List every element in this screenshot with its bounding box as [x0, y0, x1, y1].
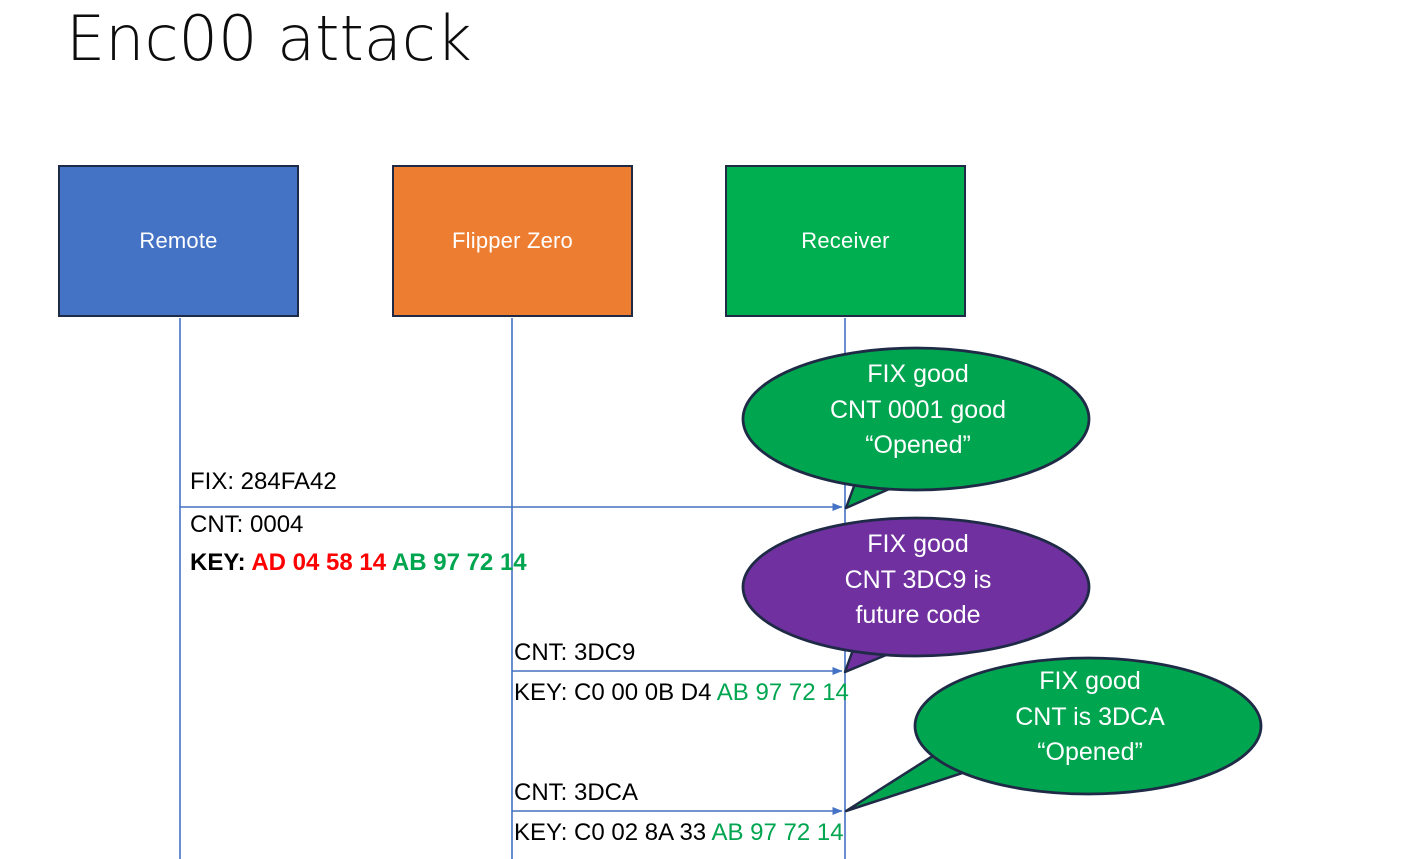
key3-green-bytes: AB 97 72 14: [706, 819, 844, 846]
speech-bubble-1[interactable]: [741, 346, 1091, 510]
page-title: Enc00 attack: [66, 2, 472, 75]
message-label-key-remote: KEY: AD 04 58 14 AB 97 72 14: [190, 549, 527, 576]
message-label-cnt-0004: CNT: 0004: [190, 511, 304, 538]
key1-prefix: KEY:: [190, 549, 252, 576]
speech-bubble-3[interactable]: [844, 656, 1263, 813]
key3-prefix: KEY: C0 02 8A 33: [514, 819, 707, 846]
message-label-cnt-3dca: CNT: 3DCA: [514, 779, 639, 806]
message-label-key-3dca: KEY: C0 02 8A 33 AB 97 72 14: [514, 819, 844, 846]
message-label-fix: FIX: 284FA42: [190, 468, 337, 495]
actor-box-flipper-zero[interactable]: Flipper Zero: [392, 165, 633, 317]
actor-label-remote: Remote: [139, 228, 218, 253]
actor-box-remote[interactable]: Remote: [58, 165, 299, 317]
key1-red-bytes: AD 04 58 14: [251, 549, 387, 576]
key1-green-bytes: AB 97 72 14: [386, 549, 527, 576]
speech-bubble-2[interactable]: [741, 516, 1091, 674]
message-label-key-3dc9: KEY: C0 00 0B D4 AB 97 72 14: [514, 679, 849, 706]
key2-prefix: KEY: C0 00 0B D4: [514, 679, 712, 706]
actor-box-receiver[interactable]: Receiver: [725, 165, 966, 317]
key2-green-bytes: AB 97 72 14: [711, 679, 849, 706]
actor-label-receiver: Receiver: [801, 228, 890, 253]
message-label-cnt-3dc9: CNT: 3DC9: [514, 639, 636, 666]
actor-label-flipper-zero: Flipper Zero: [452, 228, 573, 253]
